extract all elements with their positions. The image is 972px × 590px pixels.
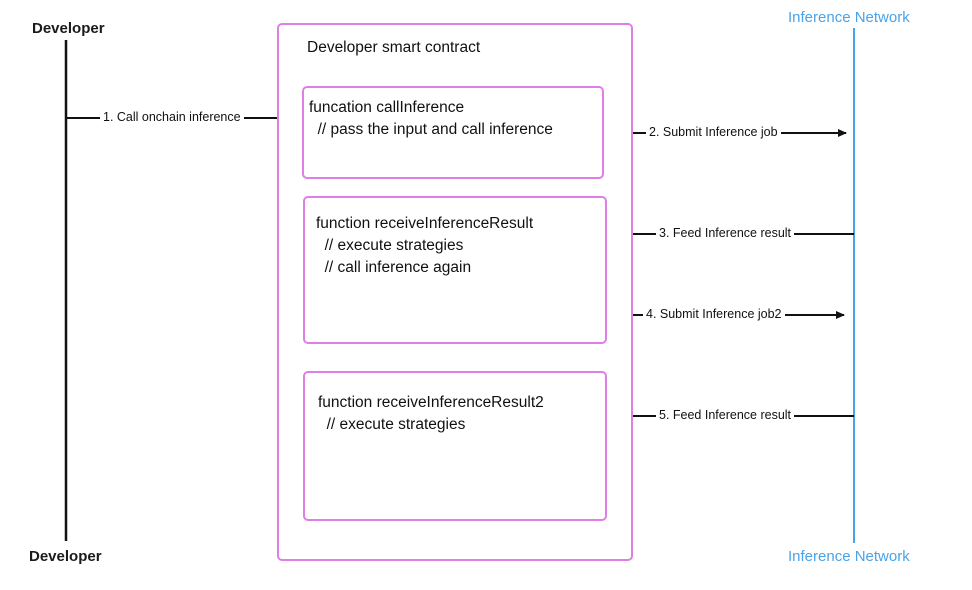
message-1-label: 1. Call onchain inference bbox=[100, 110, 244, 124]
call-inference-signature: funcation callInference bbox=[309, 99, 465, 116]
message-5-label: 5. Feed Inference result bbox=[656, 408, 795, 422]
smart-contract-title: Developer smart contract bbox=[307, 39, 481, 56]
message-2-label: 2. Submit Inference job bbox=[646, 125, 781, 139]
receive-result-signature: function receiveInferenceResult bbox=[316, 215, 534, 232]
developer-label-top: Developer bbox=[32, 20, 105, 37]
developer-label-bottom: Developer bbox=[29, 548, 102, 565]
message-4-label: 4. Submit Inference job2 bbox=[643, 307, 785, 321]
receive-result-comment-2: // call inference again bbox=[316, 259, 472, 276]
function-call-inference-box: funcation callInference // pass the inpu… bbox=[302, 86, 604, 179]
function-receive-result-box: function receiveInferenceResult // execu… bbox=[303, 196, 607, 344]
message-3-label: 3. Feed Inference result bbox=[656, 226, 795, 240]
call-inference-comment: // pass the input and call inference bbox=[309, 121, 553, 138]
network-label-top: Inference Network bbox=[788, 9, 910, 26]
network-label-bottom: Inference Network bbox=[788, 548, 910, 565]
receive-result-comment-1: // execute strategies bbox=[316, 237, 464, 254]
receive-result2-signature: function receiveInferenceResult2 bbox=[318, 394, 544, 411]
receive-result2-comment: // execute strategies bbox=[318, 416, 466, 433]
function-receive-result2-box: function receiveInferenceResult2 // exec… bbox=[303, 371, 607, 521]
